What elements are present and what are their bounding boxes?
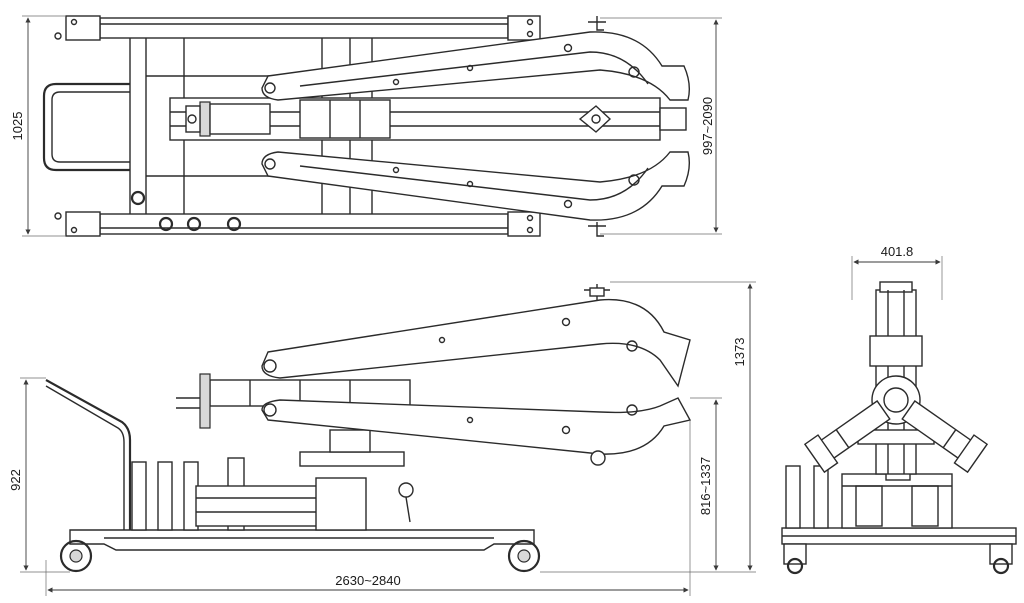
dim-top-width: 1025 xyxy=(10,112,25,141)
side-view-upper-arm xyxy=(261,298,691,388)
top-view-wheel xyxy=(158,216,174,232)
dim-side-total-height: 1373 xyxy=(732,338,747,367)
dim-side-handle-height: 922 xyxy=(8,469,23,491)
dim-side-clamp-height: 816~1337 xyxy=(698,457,713,515)
side-view-dimensions: 922 1373 816~1337 2630~2840 xyxy=(8,281,756,596)
side-view xyxy=(45,284,692,573)
side-view-handle xyxy=(45,379,132,530)
front-view xyxy=(781,281,1017,575)
side-view-base xyxy=(69,529,535,551)
side-view-front-wheel xyxy=(59,539,93,573)
top-view-wheel xyxy=(186,216,202,232)
side-view-rear-wheel xyxy=(507,539,541,573)
front-view-wheel xyxy=(786,557,804,575)
dim-front-width: 401.8 xyxy=(881,244,914,259)
dim-top-arm-span: 997~2090 xyxy=(700,97,715,155)
side-view-lower-arm xyxy=(261,397,692,455)
front-view-dimensions: 401.8 xyxy=(851,244,943,300)
top-view xyxy=(42,15,691,237)
dim-side-length: 2630~2840 xyxy=(335,573,400,588)
top-view-upper-rail xyxy=(99,17,509,39)
top-view-handle xyxy=(42,82,130,172)
front-view-wheel xyxy=(992,557,1010,575)
top-view-wheel xyxy=(130,190,146,206)
top-view-tool-head xyxy=(578,105,612,133)
top-view-dimensions: 1025 997~2090 xyxy=(10,15,722,237)
top-view-lower-rail xyxy=(99,213,509,235)
top-view-wheel xyxy=(226,216,242,232)
